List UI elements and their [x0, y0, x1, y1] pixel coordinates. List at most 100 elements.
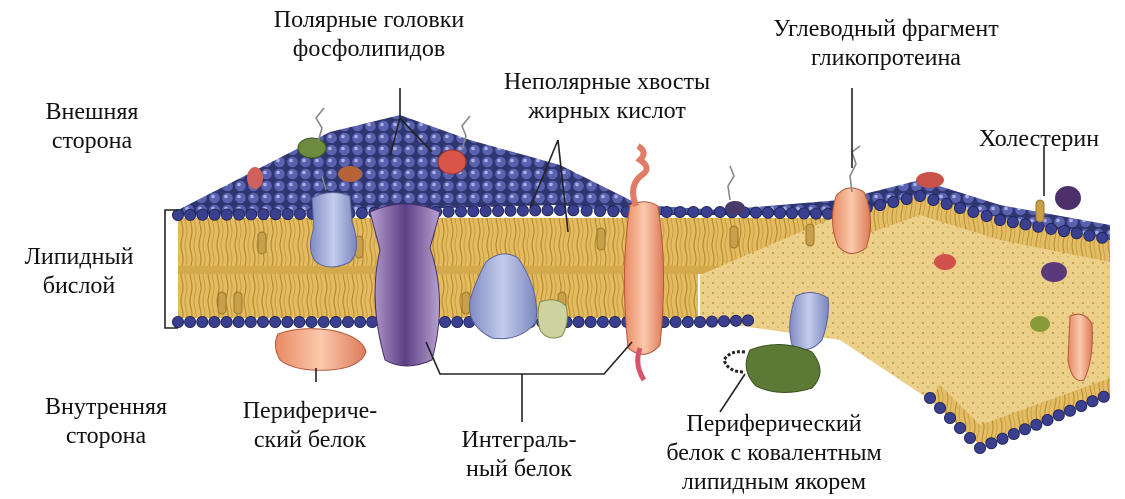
label-line: ский белок [222, 426, 398, 455]
phospholipid-head [944, 412, 955, 423]
peripheral-protein-inner [275, 329, 366, 371]
phospholipid-head [185, 209, 196, 220]
phospholipid-head [568, 205, 579, 216]
phospholipid-head [608, 206, 619, 217]
phospholipid-head [282, 209, 293, 220]
label-line: бислой [4, 272, 154, 301]
phospholipid-head [270, 209, 281, 220]
label-polar-heads: Полярные головки фосфолипидов [234, 6, 504, 64]
phospholipid-head [928, 194, 939, 205]
phospholipid-head [670, 316, 681, 327]
phospholipid-head [542, 205, 553, 216]
phospholipid-head [257, 316, 268, 327]
phospholipid-head [554, 204, 565, 215]
phospholipid-head [233, 209, 244, 220]
phospholipid-head [1071, 228, 1082, 239]
phospholipid-head [294, 208, 305, 219]
phospholipid-head [688, 206, 699, 217]
phospholipid-head [1076, 400, 1087, 411]
phospholipid-head [661, 206, 672, 217]
phospholipid-head [750, 207, 761, 218]
phospholipid-head [706, 316, 717, 327]
phospholipid-head [270, 316, 281, 327]
phospholipid-head [786, 208, 797, 219]
phospholipid-head [674, 206, 685, 217]
phospholipid-head [968, 206, 979, 217]
label-line: сторона [22, 127, 162, 156]
label-line: фосфолипидов [234, 35, 504, 64]
label-outer-side: Внешняя сторона [22, 98, 162, 156]
phospholipid-head [682, 316, 693, 327]
phospholipid-head [197, 209, 208, 220]
phospholipid-head [934, 402, 945, 413]
label-line: сторона [16, 422, 196, 451]
label-line: Внутренняя [16, 393, 196, 422]
phospholipid-head [1046, 223, 1057, 234]
label-nonpolar-tails: Неполярные хвосты жирных кислот [482, 68, 732, 126]
phospholipid-head [452, 316, 463, 327]
phospholipid-head [197, 316, 208, 327]
label-line: Перифериче- [222, 397, 398, 426]
phospholipid-head [342, 316, 353, 327]
phospholipid-head [493, 205, 504, 216]
phospholipid-head [986, 438, 997, 449]
phospholipid-head [810, 208, 821, 219]
phospholipid-head [573, 316, 584, 327]
phospholipid-head [355, 316, 366, 327]
phospholipid-head [356, 207, 367, 218]
phospholipid-head [730, 315, 741, 326]
phospholipid-head [185, 316, 196, 327]
anchored-protein-blue [790, 292, 829, 349]
phospholipid-head [282, 316, 293, 327]
phospholipid-head [694, 316, 705, 327]
phospholipid-head [714, 206, 725, 217]
label-line: белок с ковалентным [626, 439, 922, 468]
phospholipid-head [1007, 217, 1018, 228]
phospholipid-head [822, 208, 833, 219]
label-anchored-protein: Периферический белок с ковалентным липид… [626, 410, 922, 497]
phospholipid-head [981, 210, 992, 221]
phospholipid-head [306, 316, 317, 327]
phospholipid-head [1033, 221, 1044, 232]
phospholipid-head [585, 316, 596, 327]
phospholipid-head [505, 205, 516, 216]
phospholipid-head [954, 422, 965, 433]
phospholipid-head [774, 207, 785, 218]
phospholipid-head [480, 206, 491, 217]
label-inner-side: Внутренняя сторона [16, 393, 196, 451]
phospholipid-head [440, 316, 451, 327]
phospholipid-head [994, 214, 1005, 225]
label-integral-protein: Интеграль- ный белок [430, 426, 608, 484]
phospholipid-head [964, 432, 975, 443]
label-line: Периферический [626, 410, 922, 439]
phospholipid-head [1042, 414, 1053, 425]
label-line: липидным якорем [626, 468, 922, 497]
label-line: ный белок [430, 455, 608, 484]
phospholipid-head [1058, 226, 1069, 237]
label-line: Холестерин [954, 125, 1124, 154]
phospholipid-head [233, 316, 244, 327]
phospholipid-head [888, 196, 899, 207]
phospholipid-head [221, 316, 232, 327]
label-line: Интеграль- [430, 426, 608, 455]
phospholipid-head [209, 316, 220, 327]
label-line: Углеводный фрагмент [716, 15, 1056, 44]
phospholipid-head [914, 190, 925, 201]
label-line: Полярные головки [234, 6, 504, 35]
glycoprotein-right [832, 188, 870, 254]
phospholipid-head [318, 316, 329, 327]
phospholipid-head [974, 442, 985, 453]
phospholipid-head [954, 202, 965, 213]
phospholipid-head [1053, 410, 1064, 421]
phospholipid-head [701, 206, 712, 217]
phospholipid-head [172, 316, 183, 327]
phospholipid-head [941, 198, 952, 209]
phospholipid-head [443, 206, 454, 217]
phospholipid-head [718, 316, 729, 327]
anchored-protein-green [746, 344, 820, 392]
phospholipid-head [1087, 396, 1098, 407]
small-protein-green [538, 300, 567, 338]
phospholipid-head [1008, 428, 1019, 439]
label-lipid-bilayer: Липидный бислой [4, 243, 154, 301]
label-line: жирных кислот [482, 97, 732, 126]
